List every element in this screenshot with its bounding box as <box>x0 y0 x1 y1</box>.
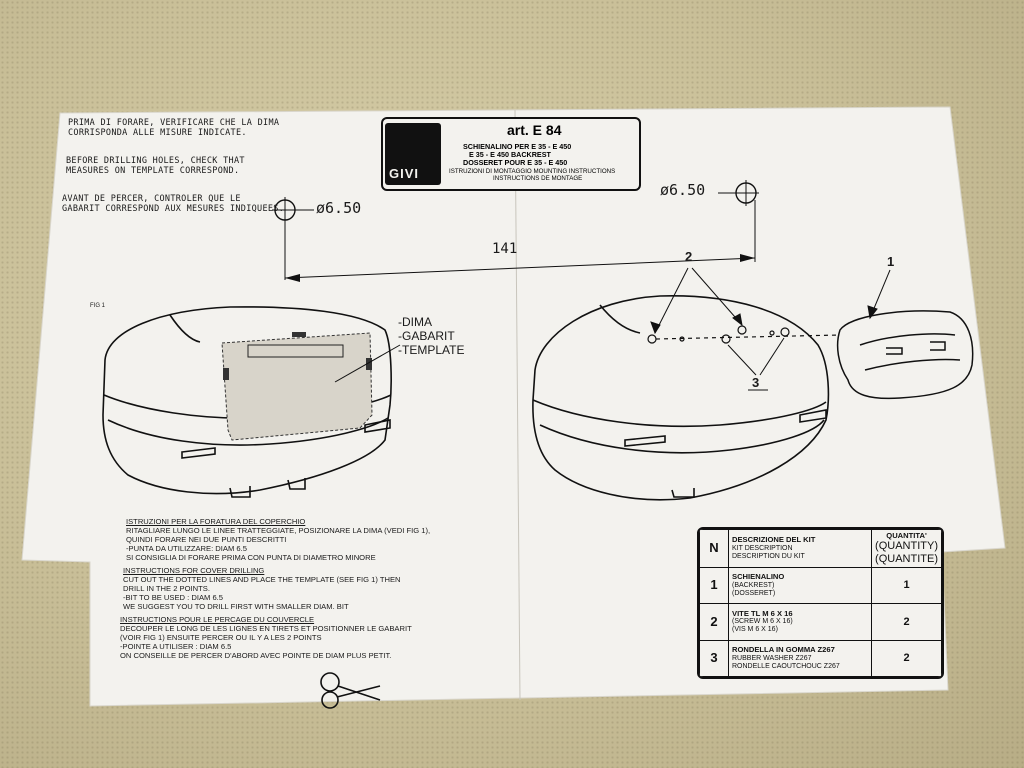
hole-right-diameter: ø6.50 <box>660 181 706 199</box>
hole-left-diameter: ø6.50 <box>316 199 362 217</box>
hole-left-symbol <box>272 197 314 223</box>
instructions-it-line-4: SI CONSIGLIA DI FORARE PRIMA CON PUNTA D… <box>126 553 376 563</box>
instructions-en-head: INSTRUCTIONS FOR COVER DRILLING <box>123 566 265 575</box>
kit-row-n: 1 <box>699 566 729 605</box>
callout-2: 2 <box>685 249 693 264</box>
callout-1: 1 <box>887 254 895 269</box>
kit-row-desc: VITE TL M 6 X 16 (SCREW M 6 X 16) (VIS M… <box>727 603 873 641</box>
instructions-en-line-1: CUT OUT THE DOTTED LINES AND PLACE THE T… <box>123 575 401 585</box>
instructions-fr-line-4: ON CONSEILLE DE PERCER D'ABORD AVEC POIN… <box>120 651 392 661</box>
logo-text: GIVI <box>389 166 420 181</box>
instructions-it-line-2: QUINDI FORARE NEI DUE PUNTI DESCRITTI <box>126 535 287 545</box>
kit-row: 1 SCHIENALINO (BACKREST) (DOSSERET) 1 <box>699 566 942 605</box>
article-number: art. E 84 <box>507 122 562 138</box>
instructions-en-line-2: DRILL IN THE 2 POINTS. <box>123 584 210 594</box>
kit-header-n: N <box>699 529 729 568</box>
note-it-line-1: PRIMA DI FORARE, VERIFICARE CHE LA DIMA <box>68 118 280 128</box>
template-label-dima: -DIMA <box>398 315 432 329</box>
scissors-icon <box>320 672 381 709</box>
kit-row-sub-1: (BACKREST) <box>732 581 775 589</box>
template-labels: -DIMA -GABARIT -TEMPLATE <box>398 315 465 357</box>
template-overlay <box>221 332 401 441</box>
kit-row-sub-1: RUBBER WASHER Z267 <box>732 654 812 662</box>
kit-row-qty: 1 <box>871 566 942 605</box>
instructions-it: ISTRUZIONI PER LA FORATURA DEL COPERCHIO… <box>126 517 430 563</box>
fold-line <box>514 109 521 701</box>
kit-row-title: SCHIENALINO <box>732 572 785 582</box>
instructions-it-line-3: -PUNTA DA UTILIZZARE: DIAM 6.5 <box>126 544 247 554</box>
kit-row-n: 3 <box>699 639 729 677</box>
title-line-3: DOSSERET POUR E 35 - E 450 <box>463 158 568 167</box>
hole-right-symbol <box>718 180 759 206</box>
template-label-gabarit: -GABARIT <box>398 328 455 343</box>
note-it: PRIMA DI FORARE, VERIFICARE CHE LA DIMA … <box>68 118 280 139</box>
title-sub-2: INSTRUCTIONS DE MONTAGE <box>493 175 583 182</box>
kit-header-desc-en: KIT DESCRIPTION <box>732 544 793 552</box>
instructions-en-line-3: -BIT TO BE USED : DIAM 6.5 <box>123 593 224 603</box>
kit-table-header: N DESCRIZIONE DEL KIT KIT DESCRIPTION DE… <box>699 529 942 568</box>
kit-header-qty-it: QUANTITA' <box>886 530 927 540</box>
instructions-en-line-4: WE SUGGEST YOU TO DRILL FIRST WITH SMALL… <box>123 602 349 612</box>
callout-lines <box>650 267 891 391</box>
kit-row-desc: RONDELLA IN GOMMA Z267 RUBBER WASHER Z26… <box>727 639 873 677</box>
kit-header-desc-fr: DESCRIPTION DU KIT <box>732 552 805 560</box>
fig-label: FIG 1 <box>90 303 106 309</box>
distance-value: 141 <box>492 241 518 257</box>
note-it-line-2: CORRISPONDA ALLE MISURE INDICATE. <box>68 127 247 138</box>
title-line-1: SCHIENALINO PER E 35 - E 450 <box>463 142 572 151</box>
note-fr: AVANT DE PERCER, CONTROLER QUE LE GABARI… <box>62 194 285 215</box>
kit-header-qty-en: (QUANTITY) <box>875 540 938 553</box>
title-line-2: E 35 - E 450 BACKREST <box>469 150 551 159</box>
backrest <box>836 310 974 400</box>
kit-row-sub-2: (VIS M 6 X 16) <box>732 626 778 634</box>
title-sub-1: ISTRUZIONI DI MONTAGGIO MOUNTING INSTRUC… <box>449 168 616 175</box>
kit-header-qty-fr: (QUANTITE) <box>875 552 938 565</box>
note-fr-line-2: GABARIT CORRESPOND AUX MESURES INDIQUEES… <box>62 203 285 214</box>
kit-row-qty: 2 <box>871 639 942 677</box>
note-en: BEFORE DRILLING HOLES, CHECK THAT MEASUR… <box>66 156 245 177</box>
instructions-fr-line-3: -POINTE A UTILISER : DIAM 6.5 <box>120 642 232 652</box>
instructions-it-line-1: RITAGLIARE LUNGO LE LINEE TRATTEGGIATE, … <box>126 526 431 536</box>
kit-header-desc-it: DESCRIZIONE DEL KIT <box>732 535 816 545</box>
kit-row-sub-2: RONDELLE CAOUTCHOUC Z267 <box>732 662 840 670</box>
dimension-line <box>284 200 756 282</box>
kit-row: 3 RONDELLA IN GOMMA Z267 RUBBER WASHER Z… <box>699 639 942 677</box>
kit-row-sub-1: (SCREW M 6 X 16) <box>732 618 793 626</box>
instructions-it-head: ISTRUZIONI PER LA FORATURA DEL COPERCHIO <box>126 517 306 526</box>
kit-row-n: 2 <box>699 603 729 641</box>
instructions-en: INSTRUCTIONS FOR COVER DRILLING CUT OUT … <box>123 566 401 612</box>
note-fr-line-1: AVANT DE PERCER, CONTROLER QUE LE <box>62 194 241 204</box>
kit-row-desc: SCHIENALINO (BACKREST) (DOSSERET) <box>727 566 873 605</box>
instructions-fr-head: INSTRUCTIONS POUR LE PERCAGE DU COUVERCL… <box>120 615 315 624</box>
kit-header-qty: QUANTITA' (QUANTITY) (QUANTITE) <box>871 529 942 568</box>
kit-row-sub-2: (DOSSERET) <box>732 590 776 598</box>
callout-3: 3 <box>752 375 760 390</box>
note-en-line-2: MEASURES ON TEMPLATE CORRESPOND. <box>66 165 240 176</box>
kit-row-qty: 2 <box>871 603 942 641</box>
note-en-line-1: BEFORE DRILLING HOLES, CHECK THAT <box>66 156 245 166</box>
top-case-right <box>532 295 830 501</box>
instructions-fr-line-2: (VOIR FIG 1) ENSUITE PERCER OU IL Y A LE… <box>120 633 322 643</box>
kit-table: N DESCRIZIONE DEL KIT KIT DESCRIPTION DE… <box>697 527 944 679</box>
kit-row-title: RONDELLA IN GOMMA Z267 <box>732 644 835 654</box>
kit-header-desc: DESCRIZIONE DEL KIT KIT DESCRIPTION DESC… <box>727 529 873 568</box>
kit-row-title: VITE TL M 6 X 16 <box>732 608 793 618</box>
template-label-template: -TEMPLATE <box>398 342 465 357</box>
title-box: GIVI art. E 84 SCHIENALINO PER E 35 - E … <box>381 117 641 191</box>
instructions-fr: INSTRUCTIONS POUR LE PERCAGE DU COUVERCL… <box>120 615 412 661</box>
mounting-points <box>647 325 841 344</box>
kit-row: 2 VITE TL M 6 X 16 (SCREW M 6 X 16) (VIS… <box>699 603 942 641</box>
instructions-fr-line-1: DECOUPER LE LONG DE LES LIGNES EN TIRETS… <box>120 624 412 634</box>
givi-logo: GIVI <box>385 123 441 185</box>
